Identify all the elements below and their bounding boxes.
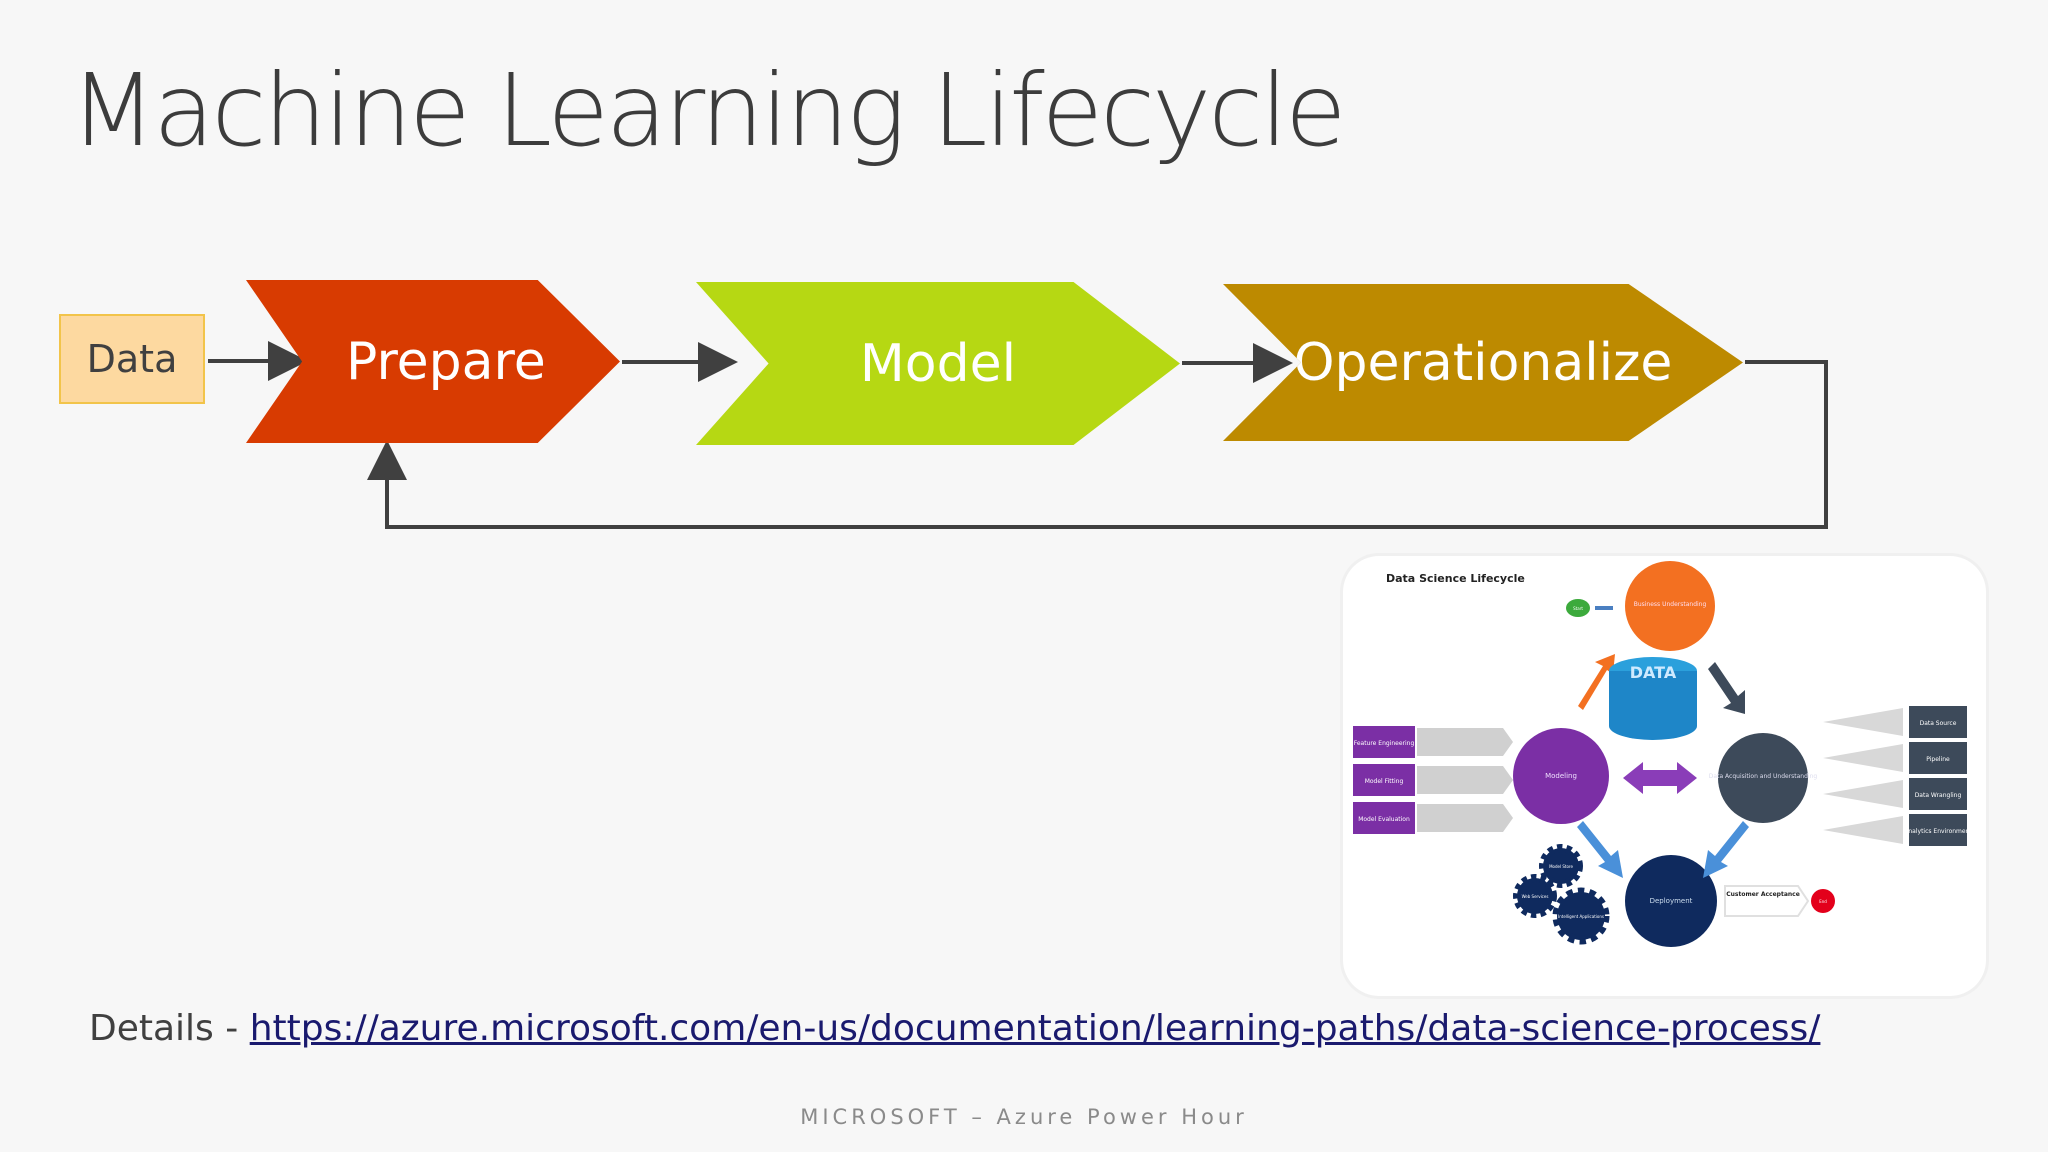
slide-footer: MICROSOFT – Azure Power Hour (800, 1105, 1248, 1129)
ds-gears: Model Store Web Services Intelligent App… (1513, 844, 1610, 945)
ds-deployment-node (1625, 855, 1717, 947)
svg-text:Analytics Environment: Analytics Environment (1904, 828, 1972, 835)
svg-text:Feature Engineering: Feature Engineering (1354, 740, 1415, 747)
svg-text:DATA: DATA (1630, 663, 1677, 682)
svg-text:Start: Start (1573, 606, 1583, 611)
slide-title: Machine Learning Lifecycle (70, 52, 1347, 169)
details-line: Details - https://azure.microsoft.com/en… (89, 1008, 1820, 1049)
svg-text:Data Acquisition and Understan: Data Acquisition and Understanding (1709, 773, 1818, 780)
step-prepare-label: Prepare (346, 331, 546, 392)
svg-text:Model Fitting: Model Fitting (1365, 778, 1404, 785)
svg-text:Pipeline: Pipeline (1926, 756, 1950, 763)
svg-text:Business Understanding: Business Understanding (1634, 601, 1707, 608)
step-model-label: Model (859, 333, 1017, 394)
step-model: Model (696, 282, 1180, 445)
ds-arrow-to-deploy-right (1703, 821, 1749, 878)
step-operationalize: Operationalize (1223, 284, 1743, 441)
ds-right-boxes: Data Source Pipeline Data Wrangling Anal… (1823, 706, 1972, 846)
ds-arrow-to-deploy-left (1577, 821, 1623, 878)
ds-modeling-node (1513, 728, 1609, 824)
svg-text:Modeling: Modeling (1545, 772, 1577, 780)
step-prepare: Prepare (246, 280, 620, 443)
data-science-lifecycle-image: Data Science Lifecycle Start Business Un… (1343, 556, 1986, 996)
ds-start-node (1566, 599, 1590, 617)
ds-business-node (1625, 561, 1715, 651)
ds-end-node (1811, 889, 1835, 913)
data-box: Data (59, 314, 205, 404)
svg-text:Web Services: Web Services (1522, 894, 1549, 899)
ds-title: Data Science Lifecycle (1386, 572, 1525, 585)
details-link[interactable]: https://azure.microsoft.com/en-us/docume… (249, 1008, 1821, 1049)
svg-text:Data Source: Data Source (1920, 720, 1957, 727)
ds-arrow-bidirectional (1708, 662, 1745, 714)
svg-text:Deployment: Deployment (1650, 897, 1693, 905)
step-operationalize-label: Operationalize (1293, 332, 1673, 393)
svg-text:Model Store: Model Store (1549, 864, 1573, 869)
ds-left-boxes: Feature Engineering Model Fitting Model … (1353, 726, 1513, 834)
ds-acquisition-node (1718, 733, 1808, 823)
svg-text:End: End (1819, 899, 1827, 904)
feedback-loop-arrow (367, 360, 1828, 529)
ds-customer-acceptance: Customer Acceptance (1726, 891, 1800, 898)
ds-data-cylinder: DATA (1609, 657, 1697, 740)
ds-arrow-up (1578, 654, 1615, 710)
svg-text:Data Wrangling: Data Wrangling (1915, 792, 1962, 799)
details-prefix: Details - (89, 1008, 250, 1049)
svg-text:Intelligent Applications: Intelligent Applications (1558, 914, 1604, 919)
ds-arrow-horizontal (1623, 762, 1697, 794)
svg-text:Model Evaluation: Model Evaluation (1358, 816, 1410, 823)
data-label: Data (86, 337, 178, 381)
